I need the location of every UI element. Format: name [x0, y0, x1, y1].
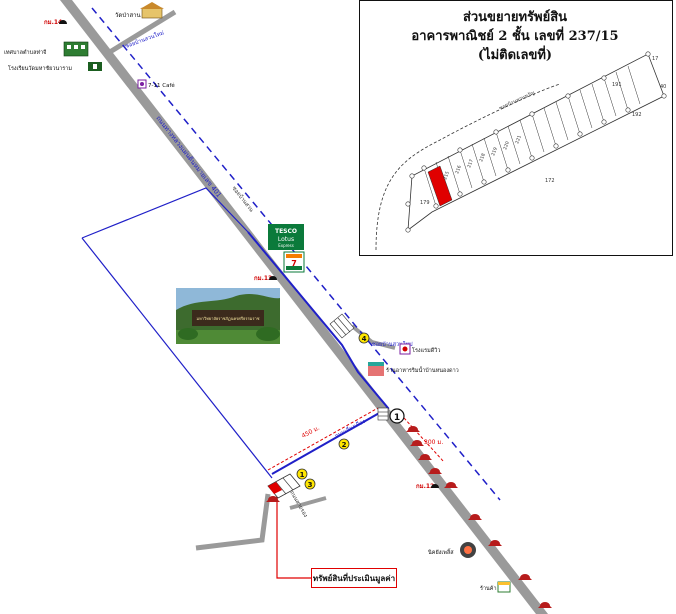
subject-legend: ทรัพย์สินที่ประเมินมูลค่า [311, 568, 397, 588]
inset-lot-220: 220 [502, 140, 511, 150]
seven-eleven-icon: 7 [283, 251, 305, 273]
parcel-outline-bottom [81, 237, 273, 479]
car-icons [266, 426, 552, 608]
road-bottom-stub [289, 496, 327, 510]
road-bottom-left [195, 493, 271, 551]
svg-text:3: 3 [308, 481, 313, 489]
svg-text:กม.12: กม.12 [416, 483, 434, 490]
dashed-reference-line [91, 7, 501, 501]
inset-lot-216: 216 [454, 164, 463, 174]
hospital-label: โรงเรียนวัดมหาชัยวนาราม [8, 64, 72, 72]
route-badge-4[interactable]: 4 [358, 332, 370, 344]
route-badge-2[interactable]: 2 [338, 438, 350, 450]
km12-marker: กม.12 [416, 483, 439, 490]
inset-title-line3: (ไม่ติดเลขที่) [477, 48, 553, 63]
svg-text:TESCO: TESCO [275, 228, 297, 235]
inset-plot-172: 172 [545, 178, 555, 184]
svg-text:4: 4 [362, 335, 367, 343]
svg-text:1: 1 [394, 413, 400, 423]
distance-300-label: 300 ม. [424, 439, 443, 446]
road-top-branch [103, 9, 177, 58]
start-marker-1[interactable]: 1 [389, 408, 405, 424]
university-sign-text: มหาวิทยาลัยราชภัฏนครศรีธรรมราช [197, 316, 260, 321]
crosswalk-1 [377, 407, 389, 421]
main-highway-label: ถนนทางหลวงแผ่นดินหมายเลข 401 [154, 114, 223, 199]
inset-plot-179: 179 [420, 200, 430, 206]
school-label: เทศบาลตำบลท่าจี [4, 49, 46, 56]
temple-icon [140, 2, 164, 19]
svg-text:2: 2 [342, 441, 347, 449]
inset-lot-221: 221 [514, 134, 523, 144]
cafe2-label: นิคยังเพลิ้ส [427, 548, 454, 556]
inset-plot-17: 17 [652, 56, 658, 62]
inset-plot-192: 192 [632, 112, 642, 118]
hospital-icon [88, 62, 102, 71]
inset-title-line2: อาคารพาณิชย์ 2 ชั้น เลขที่ 237/15 [411, 29, 619, 44]
inset-title: ส่วนขยายทรัพย์สิน อาคารพาณิชย์ 2 ชั้น เล… [360, 8, 670, 65]
svg-text:Express: Express [278, 243, 294, 248]
subject-property [267, 473, 301, 499]
svg-text:1: 1 [300, 471, 305, 479]
inset-lot-215: 215 [442, 170, 451, 180]
hotel-icon [399, 343, 411, 355]
subject-leader-line [276, 492, 311, 579]
svg-text:Lotus: Lotus [278, 236, 294, 243]
distance-450-line [267, 407, 379, 471]
crosswalk-4 [329, 313, 355, 339]
inset-lot-217: 217 [466, 158, 475, 168]
route-badge-3[interactable]: 3 [304, 478, 316, 490]
shop-label: ร้านค้า [480, 585, 497, 592]
school-icon [63, 41, 89, 57]
route-badge-1[interactable]: 1 [296, 468, 308, 480]
svg-text:กม.13: กม.13 [254, 275, 272, 282]
temple-label: วัดป่าสาน [115, 12, 141, 19]
inset-lot-218: 218 [478, 152, 487, 162]
km13-marker: กม.13 [254, 275, 277, 282]
cafe-label: 7-11 Café [148, 82, 175, 89]
subject-legend-text: ทรัพย์สินที่ประเมินมูลค่า [312, 573, 396, 583]
inset-panel: ซอยบ้านสวนขวัญ 17 40 192 191 172 179 215… [359, 0, 673, 256]
main-highway [60, 0, 548, 614]
cafe2-icon [460, 542, 476, 558]
inset-lot-219: 219 [490, 146, 499, 156]
left-road-label: ถนนเลี่ยงเมือง [333, 417, 367, 440]
km14-marker: กม.14 [44, 19, 67, 26]
inset-plot-40: 40 [660, 84, 666, 90]
svg-text:กม.14: กม.14 [44, 19, 62, 26]
shop-icon [497, 581, 511, 593]
cafe-icon [137, 79, 147, 89]
market-icon [368, 362, 384, 376]
inset-plot-191: 191 [612, 82, 622, 88]
inset-title-line1: ส่วนขยายทรัพย์สิน [462, 10, 568, 25]
hotel-label: โรงแรมดีวิว [412, 346, 440, 354]
parcel-outline [81, 187, 249, 239]
distance-450-label: 450 ม. [301, 425, 321, 440]
tesco-lotus-icon: TESCO Lotus Express [268, 224, 304, 250]
road-branch-4 [350, 324, 396, 350]
lane2-label: ซอยบ้านสวนใหม่ [372, 341, 413, 348]
market-label: ร้านอาหารริมน้ำบ้านหนองดาว [386, 366, 459, 374]
svg-text:7: 7 [291, 259, 297, 268]
route-line [247, 231, 390, 475]
university-sign-photo: มหาวิทยาลัยราชภัฏนครศรีธรรมราช [176, 288, 280, 344]
